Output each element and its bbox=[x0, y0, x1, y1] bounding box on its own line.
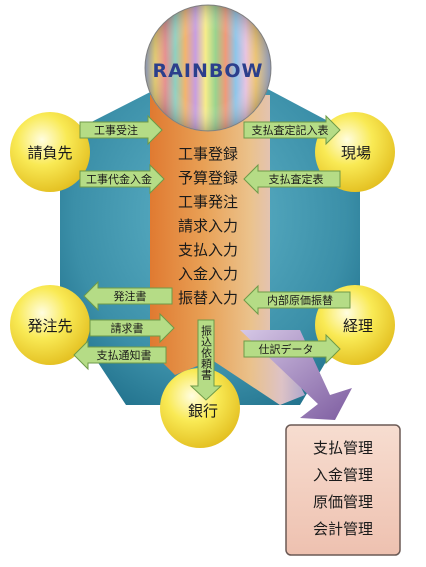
function-payment-entry: 支払入力 bbox=[178, 241, 238, 259]
label-internal-cost-transfer: 内部原価振替 bbox=[267, 293, 333, 307]
label-payment-notice: 支払通知書 bbox=[97, 348, 152, 362]
arrow-transfer-request bbox=[189, 319, 223, 401]
output-receipt-management: 入金管理 bbox=[313, 466, 373, 484]
arrow-journal-data bbox=[243, 333, 341, 365]
arrow-payment-assessment-entry bbox=[243, 114, 341, 146]
node-accounting-label: 経理 bbox=[343, 317, 373, 335]
label-invoice: 請求書 bbox=[111, 321, 144, 335]
arrow-construction-order bbox=[79, 114, 163, 146]
function-invoice-entry: 請求入力 bbox=[178, 217, 238, 235]
rainbow-logo: RAINBOW bbox=[144, 4, 272, 132]
arrow-construction-payment bbox=[79, 163, 165, 195]
label-construction-payment: 工事代金入金 bbox=[86, 172, 152, 186]
function-construction-ordering: 工事発注 bbox=[178, 193, 238, 211]
output-box: 支払管理 入金管理 原価管理 会計管理 bbox=[285, 424, 401, 556]
output-payment-management: 支払管理 bbox=[313, 439, 373, 457]
arrow-payment-assessment bbox=[243, 163, 341, 195]
node-subcontractor-label: 発注先 bbox=[27, 317, 72, 335]
function-receipt-entry: 入金入力 bbox=[178, 265, 238, 283]
arrow-payment-notice bbox=[73, 339, 167, 371]
label-transfer-request: 振込依頼書 bbox=[200, 324, 213, 381]
arrow-invoice bbox=[89, 312, 175, 344]
logo-text: RAINBOW bbox=[153, 60, 264, 82]
node-subcontractor: 発注先 bbox=[10, 285, 90, 365]
arrow-internal-cost-transfer bbox=[243, 284, 351, 316]
label-purchase-order: 発注書 bbox=[114, 289, 147, 303]
function-budget-registration: 予算登録 bbox=[178, 169, 238, 187]
output-cost-management: 原価管理 bbox=[313, 493, 373, 511]
label-journal-data: 仕訳データ bbox=[259, 342, 314, 356]
node-client: 請負先 bbox=[10, 112, 90, 192]
label-construction-order: 工事受注 bbox=[94, 123, 138, 137]
node-site-label: 現場 bbox=[341, 144, 371, 162]
output-accounting-management: 会計管理 bbox=[313, 520, 373, 538]
label-payment-assessment-entry: 支払査定記入表 bbox=[252, 123, 329, 137]
function-transfer-entry: 振替入力 bbox=[178, 289, 238, 307]
label-payment-assessment: 支払査定表 bbox=[269, 172, 324, 186]
node-bank: 銀行 bbox=[160, 368, 240, 448]
center-function-list: 工事登録 予算登録 工事発注 請求入力 支払入力 入金入力 振替入力 bbox=[178, 145, 238, 307]
arrow-purchase-order bbox=[83, 280, 173, 312]
function-construction-registration: 工事登録 bbox=[178, 145, 238, 163]
node-client-label: 請負先 bbox=[27, 144, 72, 162]
node-bank-label: 銀行 bbox=[188, 402, 218, 420]
